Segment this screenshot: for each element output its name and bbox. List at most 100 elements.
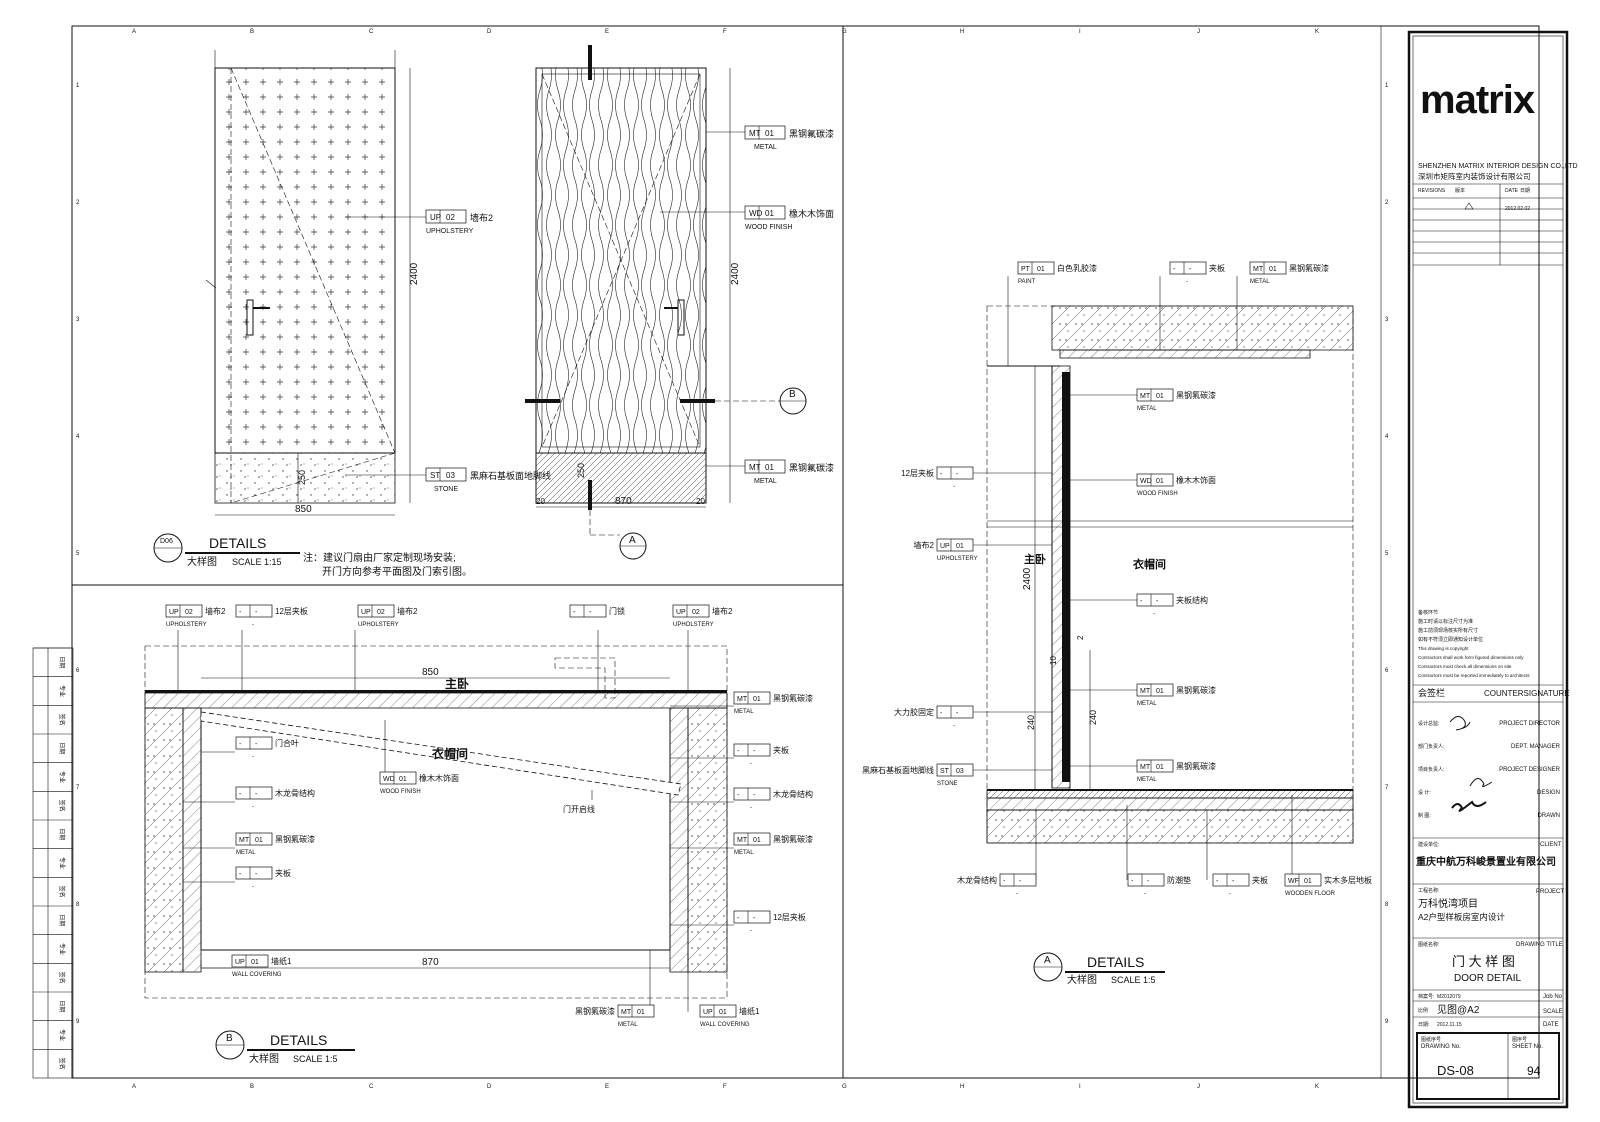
strip-cell-label: 签名 bbox=[58, 714, 66, 726]
svg-text:MT: MT bbox=[239, 837, 250, 844]
titleblock-role-label: 部门负责人: bbox=[1418, 743, 1444, 750]
svg-text:主卧: 主卧 bbox=[1024, 552, 1046, 566]
callout-tag: --12层夹板- bbox=[235, 604, 308, 628]
svg-text:-: - bbox=[737, 748, 740, 755]
svg-text:METAL: METAL bbox=[734, 850, 754, 856]
d06-callout-metal-1: MT 01 黑钢氟碳漆 METAL bbox=[744, 125, 834, 151]
svg-text:-: - bbox=[239, 871, 242, 878]
svg-text:12层夹板: 12层夹板 bbox=[275, 606, 308, 616]
svg-text:01: 01 bbox=[255, 837, 263, 844]
svg-text:A2户型样板房室内设计: A2户型样板房室内设计 bbox=[1418, 912, 1505, 922]
svg-text:UP: UP bbox=[940, 543, 950, 550]
svg-text:METAL: METAL bbox=[1250, 279, 1270, 285]
svg-text:20: 20 bbox=[696, 497, 705, 506]
strip-cell-label: 签名 bbox=[58, 972, 66, 984]
d06-callout-stone: ST 03 黑麻石基板面地脚线 STONE bbox=[425, 467, 551, 493]
svg-text:PROJECT: PROJECT bbox=[1536, 889, 1564, 895]
grid-col-label: K bbox=[1315, 29, 1319, 35]
svg-text:20: 20 bbox=[536, 497, 545, 506]
grid-row-label: 9 bbox=[76, 1019, 80, 1025]
svg-text:METAL: METAL bbox=[734, 709, 754, 715]
svg-text:2: 2 bbox=[1076, 635, 1085, 640]
svg-text:防潮垫: 防潮垫 bbox=[1167, 875, 1191, 885]
svg-text:-: - bbox=[1156, 598, 1159, 605]
dim-height-b: 2400 bbox=[730, 262, 741, 285]
svg-text:01: 01 bbox=[637, 1009, 645, 1016]
svg-text:-: - bbox=[750, 928, 752, 934]
svg-text:-: - bbox=[940, 471, 943, 478]
d06-callout-upholstery: UP 02 墙布2 UPHOLSTERY bbox=[425, 209, 493, 235]
svg-text:850: 850 bbox=[422, 667, 439, 678]
svg-text:-: - bbox=[255, 871, 258, 878]
svg-text:-: - bbox=[737, 915, 740, 922]
svg-text:M2012079: M2012079 bbox=[1437, 994, 1461, 1000]
svg-text:-: - bbox=[1144, 891, 1146, 897]
svg-text:240: 240 bbox=[1026, 715, 1036, 730]
svg-text:WALL COVERING: WALL COVERING bbox=[700, 1022, 750, 1028]
svg-text:夹板: 夹板 bbox=[1252, 875, 1268, 885]
svg-text:黑麻石基板面地脚线: 黑麻石基板面地脚线 bbox=[862, 765, 934, 775]
svg-text:-: - bbox=[1153, 611, 1155, 617]
svg-text:10: 10 bbox=[1049, 656, 1058, 665]
svg-text:-: - bbox=[1173, 266, 1176, 273]
svg-text:大样图: 大样图 bbox=[1067, 973, 1097, 986]
grid-row-label: 9 bbox=[1385, 1019, 1389, 1025]
svg-text:01: 01 bbox=[1156, 393, 1164, 400]
callout-tag: --木龙骨结构- bbox=[235, 786, 315, 810]
svg-text:夹板: 夹板 bbox=[773, 745, 789, 755]
grid-col-label: G bbox=[842, 1084, 847, 1090]
svg-text:-: - bbox=[1229, 891, 1231, 897]
titleblock-note: 如有不符须立即通知设计单位 bbox=[1418, 636, 1483, 643]
callout-tag: --12层夹板- bbox=[733, 910, 806, 934]
grid-row-label: 3 bbox=[76, 317, 80, 323]
d06-elevation-upholstered-door: 2400 850 250 bbox=[205, 50, 426, 516]
strip-cell-label: 日期 bbox=[58, 828, 66, 840]
svg-text:METAL: METAL bbox=[1137, 701, 1157, 707]
grid-col-label: J bbox=[1197, 1084, 1200, 1090]
svg-text:墙布2: 墙布2 bbox=[205, 606, 226, 616]
svg-text:-: - bbox=[589, 609, 592, 616]
svg-text:DATE: DATE bbox=[1505, 188, 1519, 194]
svg-text:图纸名称:: 图纸名称: bbox=[1418, 941, 1439, 948]
svg-text:METAL: METAL bbox=[754, 144, 777, 151]
svg-text:UPHOLSTERY: UPHOLSTERY bbox=[166, 622, 207, 628]
svg-text:240: 240 bbox=[1088, 710, 1098, 725]
svg-text:UPHOLSTERY: UPHOLSTERY bbox=[673, 622, 714, 628]
svg-text:250: 250 bbox=[576, 463, 586, 478]
strip-cell-label: 专业 bbox=[58, 857, 66, 869]
callout-tag: --12层夹板- bbox=[901, 466, 974, 490]
grid-col-label: J bbox=[1197, 29, 1200, 35]
svg-text:-: - bbox=[1189, 266, 1192, 273]
grid-col-label: K bbox=[1315, 1084, 1319, 1090]
svg-text:METAL: METAL bbox=[618, 1022, 638, 1028]
svg-text:墙纸1: 墙纸1 bbox=[271, 956, 292, 966]
grid-row-label: 5 bbox=[1385, 551, 1389, 557]
svg-text:SHENZHEN MATRIX INTERIOR DESIG: SHENZHEN MATRIX INTERIOR DESIGN CO.,LTD bbox=[1418, 163, 1578, 170]
svg-text:黑钢氟碳漆: 黑钢氟碳漆 bbox=[789, 462, 834, 473]
svg-text:衣帽间: 衣帽间 bbox=[1133, 557, 1166, 571]
signature-project-director bbox=[1449, 716, 1471, 731]
svg-text:黑钢氟碳漆: 黑钢氟碳漆 bbox=[1176, 390, 1216, 400]
company-logo: matrix bbox=[1420, 78, 1535, 122]
svg-text:COUNTERSIGNATURE: COUNTERSIGNATURE bbox=[1484, 689, 1570, 698]
svg-text:870: 870 bbox=[422, 957, 439, 968]
svg-text:SCALE: SCALE bbox=[1543, 1009, 1563, 1015]
grid-row-label: 7 bbox=[1385, 785, 1389, 791]
svg-text:01: 01 bbox=[399, 776, 407, 783]
svg-text:-: - bbox=[573, 609, 576, 616]
d06-elevation-wood-door: 2400 870 250 20 20 bbox=[525, 45, 780, 536]
svg-text:黑麻石基板面地脚线: 黑麻石基板面地脚线 bbox=[470, 470, 551, 481]
titleblock-note: Contractors must be reported immediately… bbox=[1418, 673, 1530, 678]
svg-text:01: 01 bbox=[956, 543, 964, 550]
svg-text:黑钢氟碳漆: 黑钢氟碳漆 bbox=[773, 693, 813, 703]
svg-text:-: - bbox=[1140, 598, 1143, 605]
grid-col-label: D bbox=[487, 1084, 492, 1090]
